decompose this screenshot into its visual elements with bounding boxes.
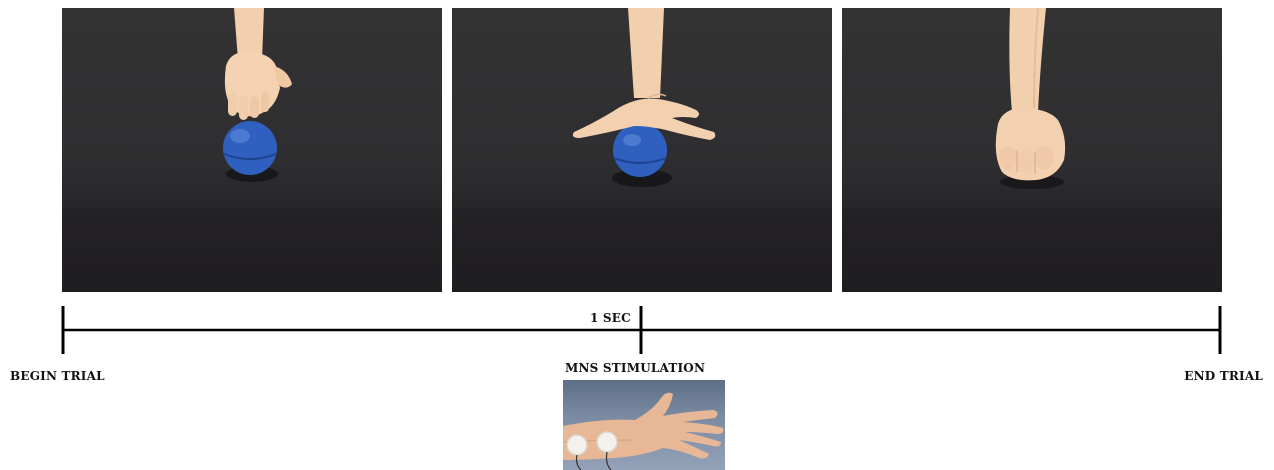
frame-2-illustration	[452, 8, 832, 292]
end-trial-label: END TRIAL	[1184, 369, 1263, 383]
frame-1-illustration	[62, 8, 442, 292]
electrode-forearm-photo	[563, 380, 725, 470]
interval-label: 1 SEC	[590, 311, 631, 325]
frame-3-illustration	[842, 8, 1222, 292]
forearm-electrodes-illustration	[563, 380, 725, 470]
mns-stimulation-label: MNS STIMULATION	[565, 361, 705, 375]
video-frame-3	[842, 8, 1222, 292]
video-frame-2	[452, 8, 832, 292]
begin-trial-label: BEGIN TRIAL	[10, 369, 105, 383]
video-frame-1	[62, 8, 442, 292]
